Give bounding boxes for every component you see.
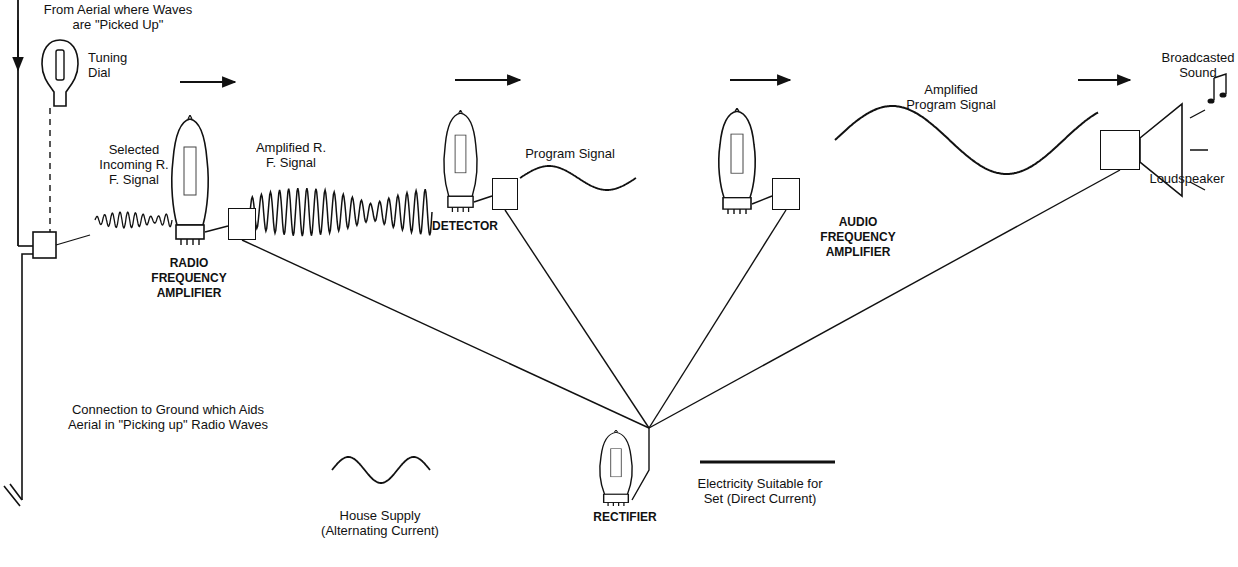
signal-label: Amplified Program Signal <box>905 82 997 112</box>
rectifier-tube: RECTIFIER <box>585 428 665 528</box>
signal-label: Broadcasted Sound <box>1160 50 1236 80</box>
power-wire <box>649 210 786 428</box>
loudspeaker-box: Loudspeaker <box>1100 130 1140 170</box>
amplifier-box: AUDIO FREQUENCY AMPLIFIER <box>772 178 800 210</box>
power-wire <box>649 170 1120 428</box>
signal-wave <box>250 188 432 236</box>
amplifier-box: RADIO FREQUENCY AMPLIFIER <box>228 208 256 240</box>
node-label: Loudspeaker <box>1145 171 1229 186</box>
signal-label: Electricity Suitable for Set (Direct Cur… <box>692 476 828 506</box>
aerial-arrow <box>17 20 19 70</box>
aerial-wire <box>18 245 33 247</box>
dc-line <box>700 461 835 464</box>
ground-wire <box>22 254 33 500</box>
vacuum-tube <box>172 115 208 245</box>
vacuum-tube <box>444 110 477 212</box>
ground-symbol <box>4 484 22 506</box>
music-note <box>1208 98 1215 103</box>
tuning-dial: Tuning Dial <box>40 38 80 108</box>
music-note <box>1220 92 1227 97</box>
flow-arrow <box>455 79 520 81</box>
signal-wave <box>332 457 430 483</box>
rectifier-lead <box>632 428 649 500</box>
signal-wave <box>835 106 1098 174</box>
power-wire <box>242 240 649 428</box>
flow-arrow <box>730 79 790 81</box>
node-label: RECTIFIER <box>575 510 675 525</box>
vacuum-tube <box>600 430 632 506</box>
node-label: Tuning Dial <box>88 50 140 80</box>
node-label: RADIO FREQUENCY AMPLIFIER <box>134 256 244 301</box>
aerial-wire <box>17 0 19 246</box>
flow-arrow <box>1078 79 1130 81</box>
tube-lead <box>205 226 228 232</box>
node-label: AUDIO FREQUENCY AMPLIFIER <box>803 215 913 260</box>
signal-label: Program Signal <box>515 146 625 161</box>
power-wire <box>505 210 649 428</box>
signal-label: Selected Incoming R. F. Signal <box>98 142 170 187</box>
tuner-box <box>33 232 56 258</box>
amplifier-box: DETECTOR <box>492 178 518 210</box>
node-label: DETECTOR <box>425 219 505 234</box>
signal-label: Connection to Ground which Aids Aerial i… <box>58 402 278 432</box>
signal-wave <box>520 166 636 190</box>
signal-label: Amplified R. F. Signal <box>255 140 327 170</box>
vacuum-tube <box>719 108 755 214</box>
dial-linkage <box>49 108 50 232</box>
tube-lead <box>474 196 492 202</box>
signal-wave <box>95 212 172 228</box>
flow-arrow <box>180 81 235 83</box>
signal-wire <box>56 235 90 245</box>
tube-lead <box>752 196 772 204</box>
signal-label: House Supply (Alternating Current) <box>318 508 442 538</box>
signal-label: From Aerial where Waves are "Picked Up" <box>38 2 198 32</box>
dial-shape <box>40 38 80 108</box>
